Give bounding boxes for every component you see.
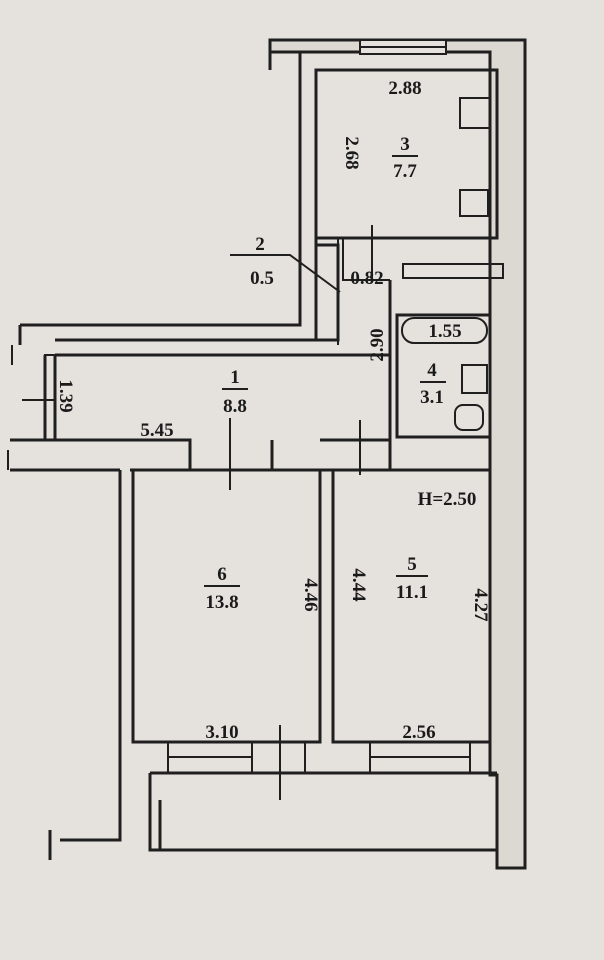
room-6-width: 3.10: [205, 722, 238, 743]
room-1-area: 8.8: [223, 396, 247, 417]
balcony: [48, 771, 497, 860]
room-3-number: 3: [400, 134, 410, 155]
radiator-icon: [402, 263, 504, 279]
washbasin-icon: [461, 364, 488, 394]
ceiling-height: H=2.50: [418, 489, 477, 510]
toilet-icon: [454, 404, 484, 431]
closet-width: 0.82: [350, 268, 383, 289]
room-5-left-depth: 4.44: [348, 568, 369, 602]
stove-icon: [459, 97, 491, 129]
hall-width: 5.45: [140, 420, 173, 441]
bath-width: 1.55: [428, 321, 461, 342]
room-2-closet: [314, 243, 340, 342]
room-3-kitchen: [314, 68, 499, 240]
room-5-width: 2.56: [402, 722, 435, 743]
room-4-number: 4: [427, 360, 437, 381]
kitchen-depth: 2.68: [341, 136, 362, 169]
sink-icon: [459, 189, 489, 217]
room-5-area: 11.1: [396, 582, 428, 603]
room-4-bathroom: [395, 313, 492, 439]
room-2-area: 0.5: [250, 268, 274, 289]
bathtub-icon: [401, 317, 488, 344]
room-3-area: 7.7: [393, 161, 417, 182]
room-5: [331, 468, 492, 744]
hall-depth: 1.39: [55, 379, 76, 412]
kitchen-width: 2.88: [388, 78, 421, 99]
room-1-hall: [10, 280, 392, 472]
entry-door: [44, 354, 56, 441]
outer-wall-right: [268, 38, 527, 870]
room-4-area: 3.1: [420, 387, 444, 408]
room-2-number: 2: [255, 234, 265, 255]
room-6-area: 13.8: [205, 592, 238, 613]
room-1-number: 1: [230, 367, 240, 388]
room-6-depth: 4.46: [300, 578, 321, 611]
room-6-number: 6: [217, 564, 227, 585]
room-5-number: 5: [407, 554, 417, 575]
corridor-wall: [18, 40, 318, 345]
room-5-right-depth: 4.27: [470, 588, 491, 622]
bath-depth: 2.90: [367, 328, 388, 361]
